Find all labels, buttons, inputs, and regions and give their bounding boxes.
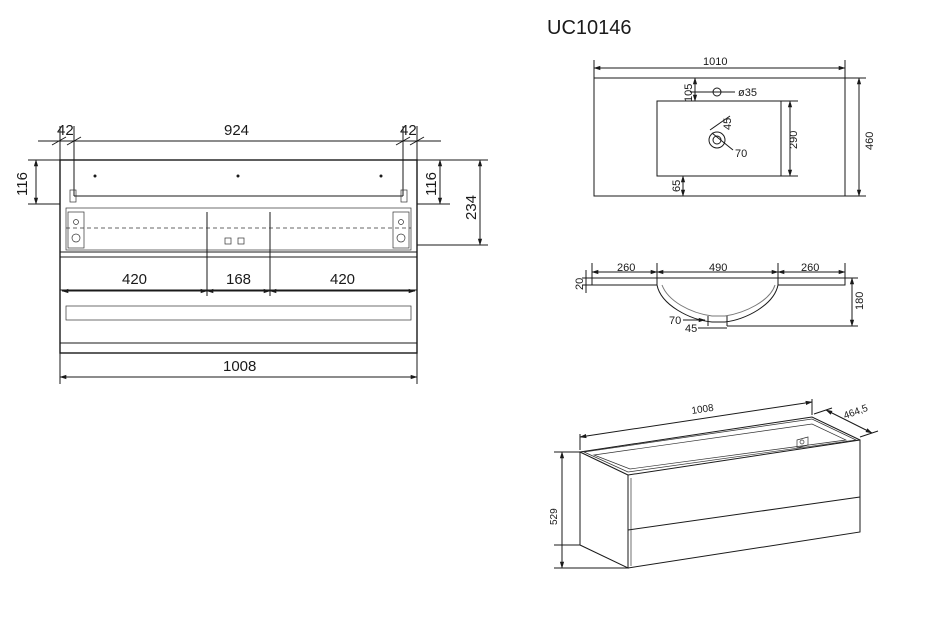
- right-hinge-bracket: [392, 189, 410, 249]
- right-height-dimensions: 116 234: [417, 159, 488, 246]
- cabinet-depth-label: 464,5: [842, 403, 870, 422]
- drain-size-label: 45: [722, 118, 734, 130]
- height-left-label: 116: [14, 172, 31, 196]
- cabinet-width-label: 1008: [691, 403, 715, 417]
- basin-section-outline: [591, 277, 846, 323]
- basin-height-label: 180: [854, 292, 866, 310]
- drawer-width-dimensions: 420 168 420: [61, 250, 416, 296]
- drain-dia-label: 70: [735, 148, 747, 160]
- height-right-small-label: 116: [423, 172, 440, 196]
- inner-width-label: 924: [224, 122, 249, 139]
- section-drain-size-label: 45: [685, 323, 697, 335]
- basin-top-view: 1010 460 105 ø35 290 45 70 65: [593, 56, 876, 197]
- cabinet-height-label: 529: [549, 508, 560, 525]
- cabinet-front-view: 42 924 42: [14, 122, 488, 384]
- tap-offset-label: 105: [683, 84, 695, 102]
- tap-hole-label: ø35: [738, 87, 757, 99]
- right-ledge-label: 260: [801, 262, 819, 274]
- cabinet-isometric-view: 1008 464,5 529: [549, 399, 879, 569]
- drain-outer: [708, 131, 726, 149]
- height-right-total-label: 234: [463, 195, 480, 220]
- drawer-right-label: 420: [330, 271, 355, 288]
- bowl-width-label: 490: [709, 262, 727, 274]
- basin-thickness-label: 20: [574, 278, 586, 290]
- side-right-label: 42: [400, 122, 417, 139]
- bowl-outline: [656, 100, 782, 177]
- drawer-mid-label: 168: [226, 271, 251, 288]
- basin-width-label: 1010: [703, 56, 727, 68]
- basin-section-view: 20 260 490 260 180 70 45: [574, 262, 866, 335]
- front-offset-label: 65: [671, 180, 683, 192]
- basin-top-outline: [593, 77, 846, 197]
- drawing-title: UC10146: [547, 17, 632, 39]
- side-left-label: 42: [57, 122, 74, 139]
- section-drain-dia-label: 70: [669, 315, 681, 327]
- top-width-dimension: 42 924 42: [38, 122, 441, 196]
- left-ledge-label: 260: [617, 262, 635, 274]
- left-height-dimension: 116: [14, 159, 60, 205]
- drawer-divider: [627, 496, 861, 531]
- left-hinge-bracket: [67, 189, 85, 249]
- bowl-depth-label: 290: [788, 131, 800, 149]
- total-width-label: 1008: [223, 358, 256, 375]
- basin-depth-label: 460: [864, 132, 876, 150]
- total-width-dimension: 1008: [59, 353, 418, 384]
- drawer-left-label: 420: [122, 271, 147, 288]
